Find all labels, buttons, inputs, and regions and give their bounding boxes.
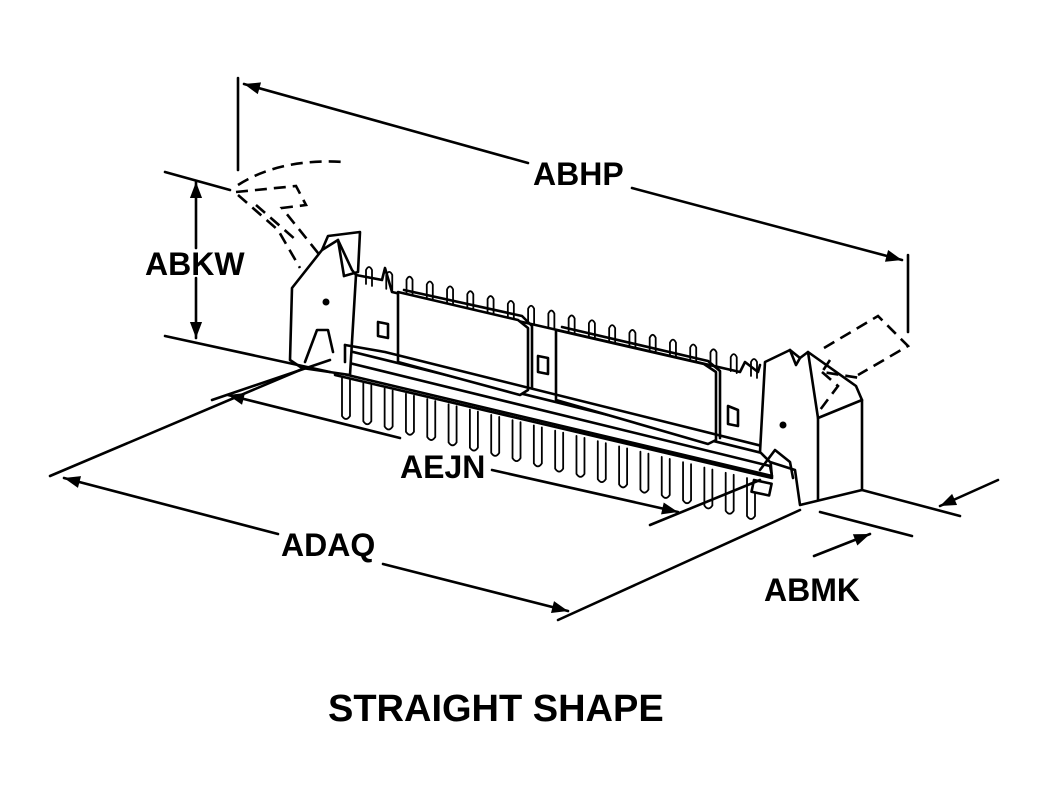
connector-pin xyxy=(383,387,394,431)
connector-pin xyxy=(365,266,373,287)
connector-pin xyxy=(490,413,501,457)
dimension-label-abhp: ABHP xyxy=(533,156,624,192)
connector-pin xyxy=(669,338,677,360)
dimension-label-aejn: AEJN xyxy=(400,449,485,485)
connector-pins-bottom xyxy=(341,377,756,520)
connector-pin xyxy=(596,440,607,484)
connector-pins-top xyxy=(365,266,758,379)
connector-pin xyxy=(527,304,536,326)
connector-pin xyxy=(362,382,373,426)
connector-pin xyxy=(689,343,698,365)
connector-pin xyxy=(729,353,738,375)
connector-pin xyxy=(628,329,637,350)
dimension-lines xyxy=(62,82,1000,613)
connector-pin xyxy=(468,408,479,452)
dimension-label-abmk: ABMK xyxy=(764,572,860,608)
connector-pin xyxy=(341,377,351,420)
connector-pin xyxy=(511,419,522,462)
connector-pin xyxy=(639,450,650,494)
connector-pin xyxy=(575,434,586,478)
connector-pin xyxy=(648,333,657,355)
connector-pin xyxy=(750,358,758,379)
connector-pin xyxy=(746,477,756,520)
extension-lines xyxy=(48,76,962,622)
connector-pin xyxy=(703,466,714,510)
connector-pin xyxy=(532,424,543,468)
dimension-label-abkw: ABKW xyxy=(145,246,245,282)
latch-open-outline-left xyxy=(235,160,346,269)
connector-pin xyxy=(682,461,692,505)
connector-pin xyxy=(425,280,434,302)
connector-pin xyxy=(405,392,415,436)
connector-pin xyxy=(486,295,495,316)
connector-pin xyxy=(618,445,629,489)
diagram-title: STRAIGHT SHAPE xyxy=(328,688,664,730)
connector-pin xyxy=(447,403,458,447)
connector-pin xyxy=(405,275,414,297)
connector-pin xyxy=(724,471,735,515)
connector-pin xyxy=(554,429,565,473)
connector-pin xyxy=(608,324,617,346)
connector-pin xyxy=(466,290,475,312)
connector-pin xyxy=(446,285,454,307)
dimension-label-adaq: ADAQ xyxy=(281,527,375,563)
connector-pin xyxy=(709,348,718,370)
connector-pin xyxy=(547,309,556,331)
connector-pin xyxy=(587,319,596,341)
connector-pin xyxy=(506,300,515,321)
connector-pin xyxy=(426,398,437,441)
latch-open-outline-right xyxy=(818,314,911,411)
connector-pin xyxy=(567,314,576,336)
connector-pin xyxy=(660,456,671,499)
connector-body xyxy=(288,230,864,520)
